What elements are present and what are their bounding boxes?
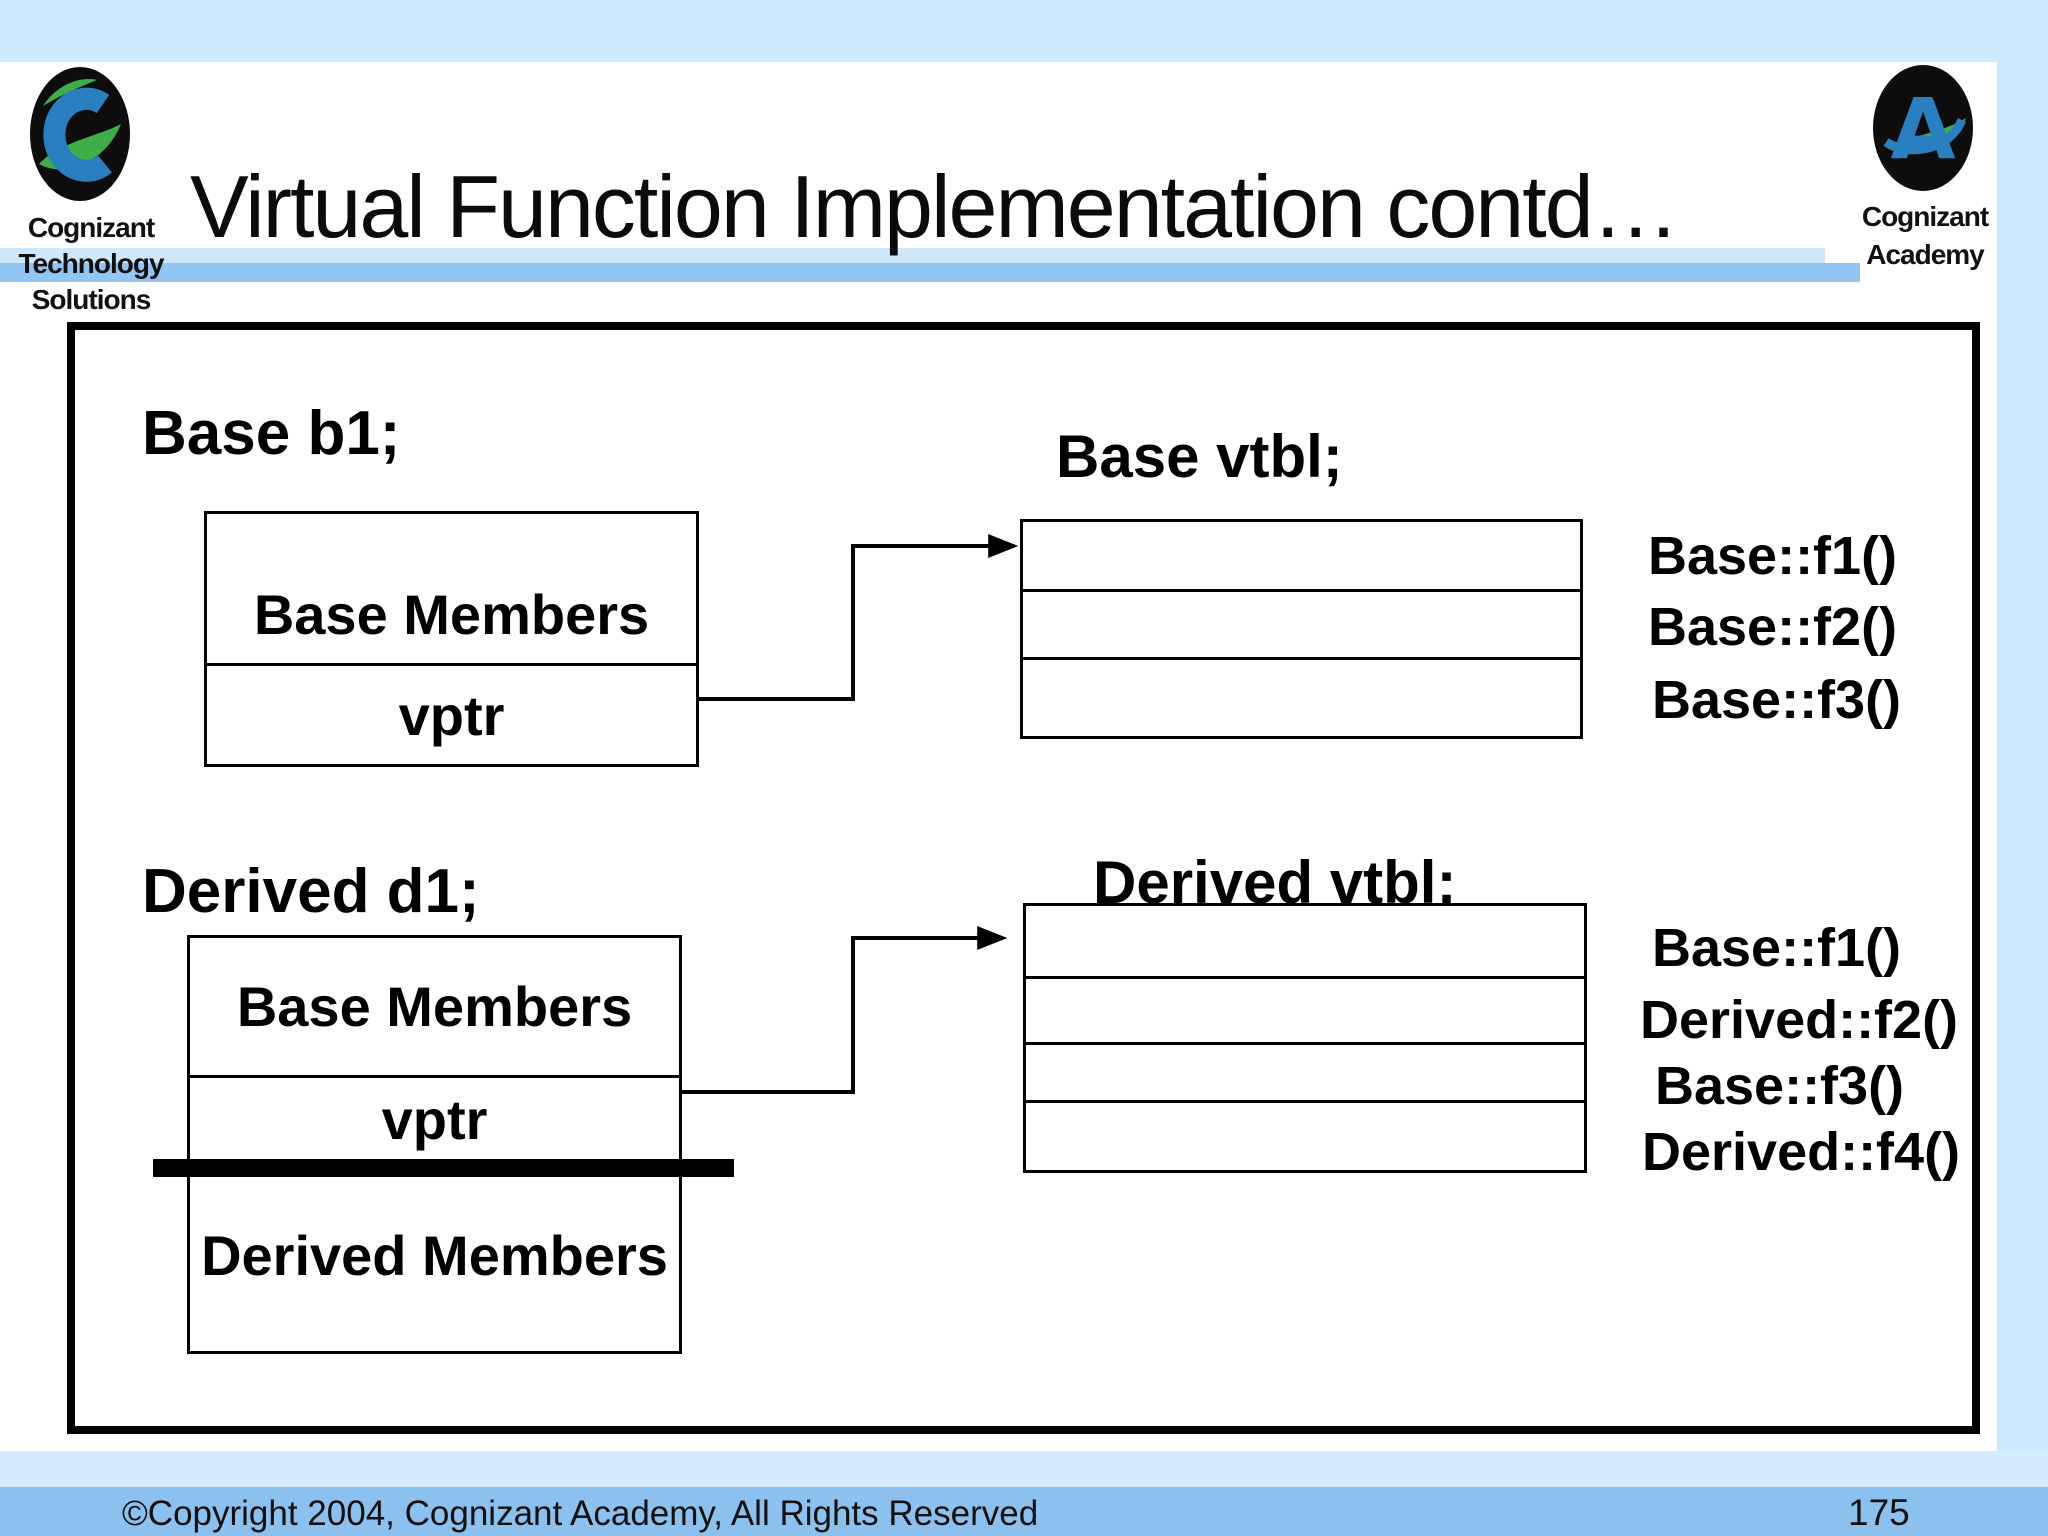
title-accent-bar-dark	[0, 263, 1860, 282]
derived-members-text: Derived Members	[201, 1224, 668, 1287]
function-label: Derived::f2()	[1640, 990, 1959, 1050]
footer-strip-light	[0, 1451, 2048, 1487]
function-label: Base::f1()	[1648, 526, 1898, 586]
vtbl-slot	[1026, 906, 1584, 979]
page-title: Virtual Function Implementation contd…	[190, 157, 1680, 256]
title-accent-bar-light	[0, 248, 1825, 263]
vtbl-slot	[1023, 592, 1580, 660]
vtbl-slot	[1023, 660, 1580, 736]
function-label: Derived::f4()	[1642, 1122, 1961, 1182]
function-label: Base::f2()	[1648, 597, 1898, 657]
derived-object-label: Derived d1;	[142, 857, 480, 926]
logo-text-line: Solutions	[31, 284, 152, 315]
base-vtbl-box	[1020, 519, 1583, 739]
vptr-text: vptr	[381, 1087, 488, 1151]
svg-text:A: A	[1890, 80, 1955, 178]
logo-text-line: Cognizant	[1861, 201, 1989, 232]
object-slice-separator-bar	[153, 1159, 734, 1177]
vtbl-slot	[1026, 1045, 1584, 1103]
footer-strip-dark	[0, 1487, 2048, 1536]
copyright-text: ©Copyright 2004, Cognizant Academy, All …	[122, 1494, 1039, 1533]
cognizant-logo-text: Cognizant Technology Solutions	[8, 210, 174, 318]
derived-members-cell: Derived Members	[190, 1160, 679, 1351]
base-members-cell: Base Members	[207, 514, 696, 666]
function-label: Base::f1()	[1652, 918, 1902, 978]
logo-text-line: Cognizant	[27, 212, 155, 243]
logo-text-line: Technology	[18, 248, 164, 279]
derived-vptr-cell: vptr	[190, 1078, 679, 1160]
diagram-frame	[67, 322, 1980, 1434]
vptr-text: vptr	[398, 683, 505, 747]
derived-object-box: Base Members vptr Derived Members	[187, 935, 682, 1354]
top-strip	[0, 0, 2048, 62]
function-label: Base::f3()	[1652, 670, 1902, 730]
derived-vtbl-box	[1023, 903, 1587, 1173]
base-object-label: Base b1;	[142, 399, 401, 468]
function-label: Base::f3()	[1655, 1056, 1905, 1116]
vptr-cell: vptr	[207, 666, 696, 764]
base-members-text: Base Members	[236, 975, 633, 1038]
derived-base-members-cell: Base Members	[190, 938, 679, 1078]
cognizant-logo-icon	[30, 67, 130, 201]
logo-text-line: Academy	[1866, 239, 1985, 270]
cognizant-academy-logo-icon: A	[1873, 65, 1973, 191]
cognizant-academy-logo-text: Cognizant Academy	[1850, 198, 2000, 274]
page-number: 175	[1848, 1492, 1910, 1533]
vtbl-slot	[1026, 979, 1584, 1045]
base-object-box: Base Members vptr	[204, 511, 699, 767]
base-members-text: Base Members	[253, 583, 650, 646]
right-margin-strip	[1997, 0, 2048, 1487]
vtbl-slot	[1026, 1103, 1584, 1170]
vtbl-slot	[1023, 522, 1580, 592]
base-vtbl-label: Base vtbl;	[1056, 423, 1343, 490]
